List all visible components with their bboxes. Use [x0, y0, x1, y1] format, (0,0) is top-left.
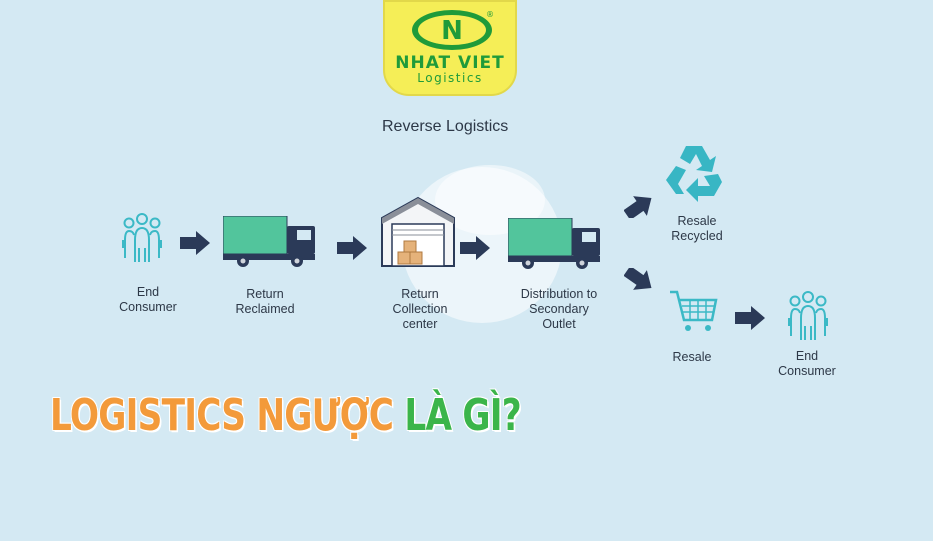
recycle-icon — [666, 146, 722, 202]
arrow-right-icon — [460, 236, 490, 260]
distribution-label: Distribution to Secondary Outlet — [520, 287, 598, 331]
truck-icon — [223, 216, 316, 268]
logo-mark-letter: N — [441, 16, 463, 46]
return-reclaimed-label: Return Reclaimed — [235, 287, 295, 316]
logo-sub-text: Logistics — [417, 71, 483, 85]
warehouse-icon — [381, 196, 455, 267]
arrow-right-icon — [337, 236, 367, 260]
headline-part-1: LOGISTICS NGƯỢC — [50, 390, 394, 441]
headline: LOGISTICS NGƯỢC LÀ GÌ? — [50, 390, 522, 441]
logo-mark-icon: N ® — [412, 10, 494, 50]
resale-recycled-label: Resale Recycled — [671, 214, 723, 243]
arrow-right-icon — [180, 231, 210, 255]
diagram-title: Reverse Logistics — [382, 118, 509, 135]
headline-part-2: LÀ GÌ? — [404, 390, 521, 441]
end-consumer-label: End Consumer — [119, 285, 177, 314]
arrow-up-right-icon — [624, 194, 656, 218]
end-consumer-label-2: End Consumer — [778, 349, 836, 378]
logo-brand-text: NHAT VIET — [395, 53, 505, 73]
truck-icon — [508, 218, 601, 270]
brand-logo: N ® NHAT VIET Logistics — [383, 0, 517, 96]
shopping-cart-icon — [670, 290, 718, 331]
arrow-down-right-icon — [624, 268, 656, 294]
resale-label: Resale — [672, 350, 712, 364]
end-consumer-icon — [788, 291, 828, 341]
end-consumer-icon — [122, 213, 162, 263]
arrow-right-icon — [735, 306, 765, 330]
logo-registered: ® — [486, 10, 494, 19]
collection-center-label: Return Collection center — [392, 287, 448, 331]
